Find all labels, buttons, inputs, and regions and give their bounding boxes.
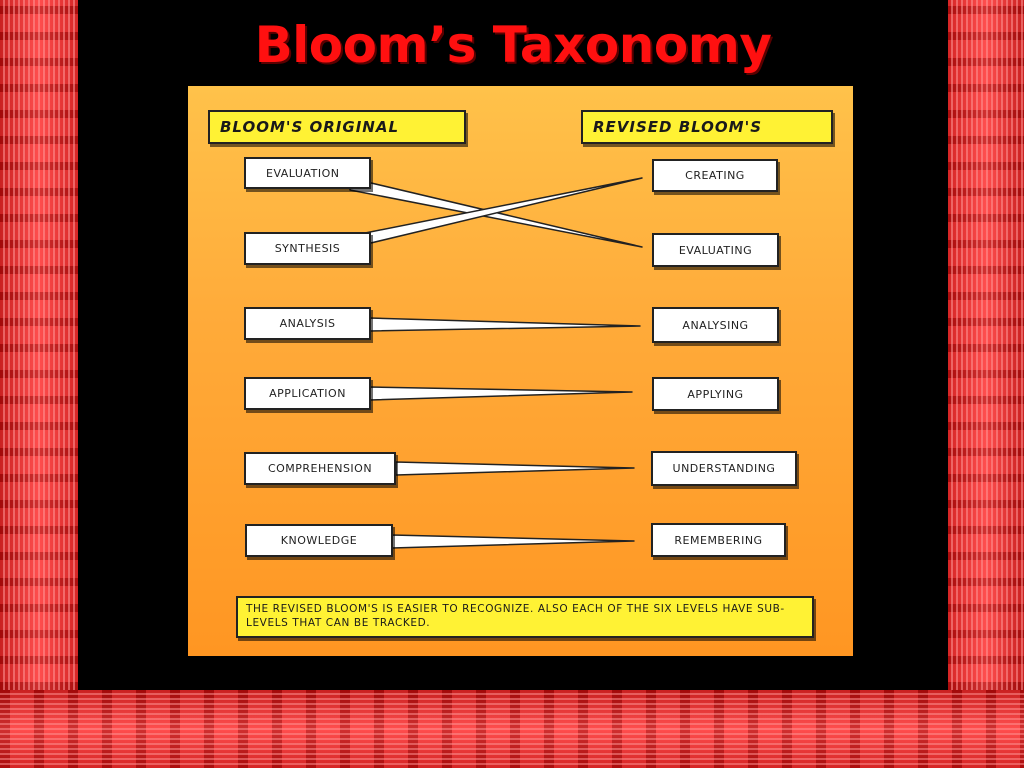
frame-left-stripes — [0, 0, 78, 768]
original-header: BLOOM'S ORIGINAL — [208, 110, 466, 144]
original-level-knowledge: KNOWLEDGE — [245, 524, 393, 557]
caption-note: THE REVISED BLOOM'S IS EASIER TO RECOGNI… — [236, 596, 814, 638]
revised-level-creating: CREATING — [652, 159, 778, 192]
slide-title: Bloom’s Taxonomy — [254, 16, 772, 74]
original-level-evaluation: EVALUATION — [244, 157, 371, 189]
frame-bottom-stripes — [0, 690, 1024, 768]
revised-level-understanding: UNDERSTANDING — [651, 451, 797, 486]
original-level-analysis: ANALYSIS — [244, 307, 371, 340]
revised-level-applying: APPLYING — [652, 377, 779, 411]
revised-level-analysing: ANALYSING — [652, 307, 779, 343]
original-level-application: APPLICATION — [244, 377, 371, 410]
frame-right-stripes — [948, 0, 1024, 768]
original-level-comprehension: COMPREHENSION — [244, 452, 396, 485]
revised-level-remembering: REMEMBERING — [651, 523, 786, 557]
original-level-synthesis: SYNTHESIS — [244, 232, 371, 265]
revised-level-evaluating: EVALUATING — [652, 233, 779, 267]
revised-header: REVISED BLOOM'S — [581, 110, 833, 144]
